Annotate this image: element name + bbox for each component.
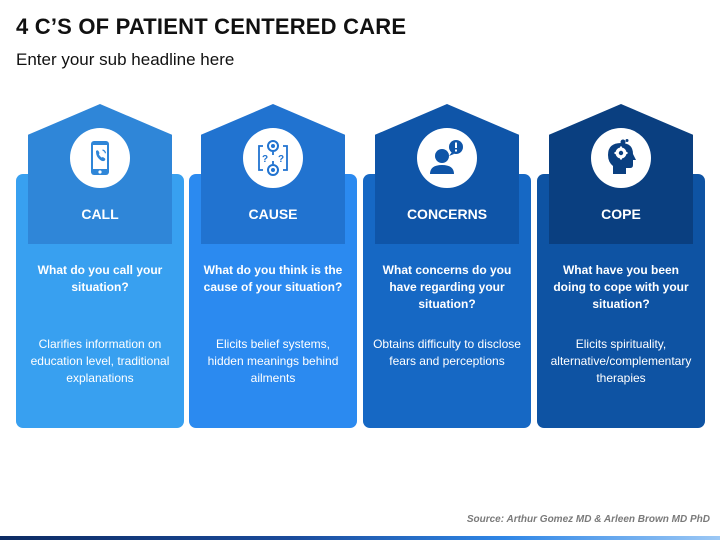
svg-text:?: ? (278, 154, 284, 165)
card-question: What have you been doing to cope with yo… (553, 263, 689, 311)
card-question: What concerns do you have regarding your… (382, 263, 512, 311)
bottom-accent-bar (0, 536, 720, 540)
page-subtitle: Enter your sub headline here (16, 50, 235, 69)
question-diagram-icon: ? ? (243, 128, 303, 188)
card-question: What do you call your situation? (37, 263, 163, 294)
person-alert-icon (417, 128, 477, 188)
svg-text:?: ? (262, 154, 268, 165)
card-cope: COPE What have you been doing to cope wi… (537, 104, 705, 428)
card-heading: CONCERNS (406, 206, 488, 222)
card-description: Obtains difficulty to disclose fears and… (373, 337, 521, 368)
card-description: Elicits spirituality, alternative/comple… (550, 337, 692, 385)
card-description: Clarifies information on education level… (30, 337, 170, 385)
card-heading: COPE (601, 206, 641, 222)
source-citation: Source: Arthur Gomez MD & Arleen Brown M… (466, 514, 710, 525)
card-heading: CAUSE (248, 206, 298, 222)
card-call: CALL What do you call your situation? Cl… (16, 104, 184, 428)
card-heading: CALL (81, 206, 119, 222)
page-title: 4 C’S OF PATIENT CENTERED CARE (16, 14, 407, 39)
card-question: What do you think is the cause of your s… (203, 263, 343, 294)
head-thought-icon (591, 128, 651, 188)
card-description: Elicits belief systems, hidden meanings … (207, 337, 339, 385)
phone-icon (70, 128, 130, 188)
card-cause: ? ? CAUSE What do you think is the cause… (189, 104, 357, 428)
card-concerns: CONCERNS What concerns do you have regar… (363, 104, 531, 428)
